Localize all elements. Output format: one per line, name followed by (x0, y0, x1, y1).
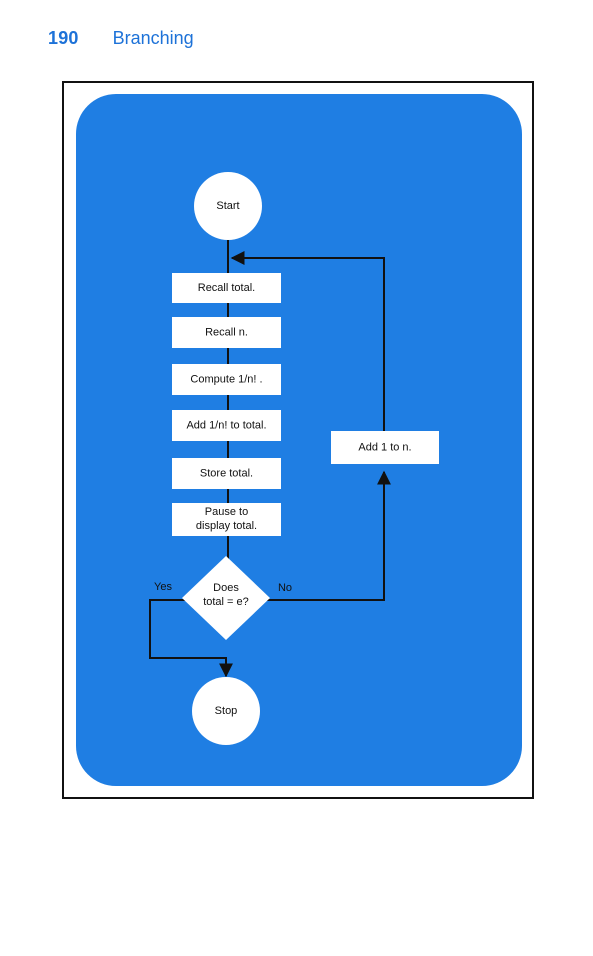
decision-line-1: Does (213, 582, 239, 594)
blue-panel (76, 94, 522, 786)
start-label: Start (216, 200, 239, 212)
yes-label: Yes (154, 581, 172, 593)
step-pause-display: Pause to display total. (172, 503, 281, 536)
step-store-total-label: Store total. (200, 467, 253, 479)
step-recall-n: Recall n. (172, 317, 281, 348)
stop-node: Stop (192, 677, 260, 745)
step-pause-line-1: Pause to (205, 506, 248, 518)
step-recall-total: Recall total. (172, 273, 281, 303)
step-recall-n-label: Recall n. (205, 326, 248, 338)
step-compute-factorial: Compute 1/n! . (172, 364, 281, 395)
step-add-to-total-label: Add 1/n! to total. (186, 419, 266, 431)
step-compute-factorial-label: Compute 1/n! . (190, 373, 262, 385)
no-label: No (278, 582, 292, 594)
step-store-total: Store total. (172, 458, 281, 489)
stop-label: Stop (215, 705, 238, 717)
step-add-one-to-n-label: Add 1 to n. (358, 441, 411, 453)
start-node: Start (194, 172, 262, 240)
step-recall-total-label: Recall total. (198, 282, 255, 294)
step-add-to-total: Add 1/n! to total. (172, 410, 281, 441)
decision-line-2: total = e? (203, 596, 249, 608)
step-add-one-to-n: Add 1 to n. (331, 431, 439, 464)
step-pause-line-2: display total. (196, 520, 257, 532)
